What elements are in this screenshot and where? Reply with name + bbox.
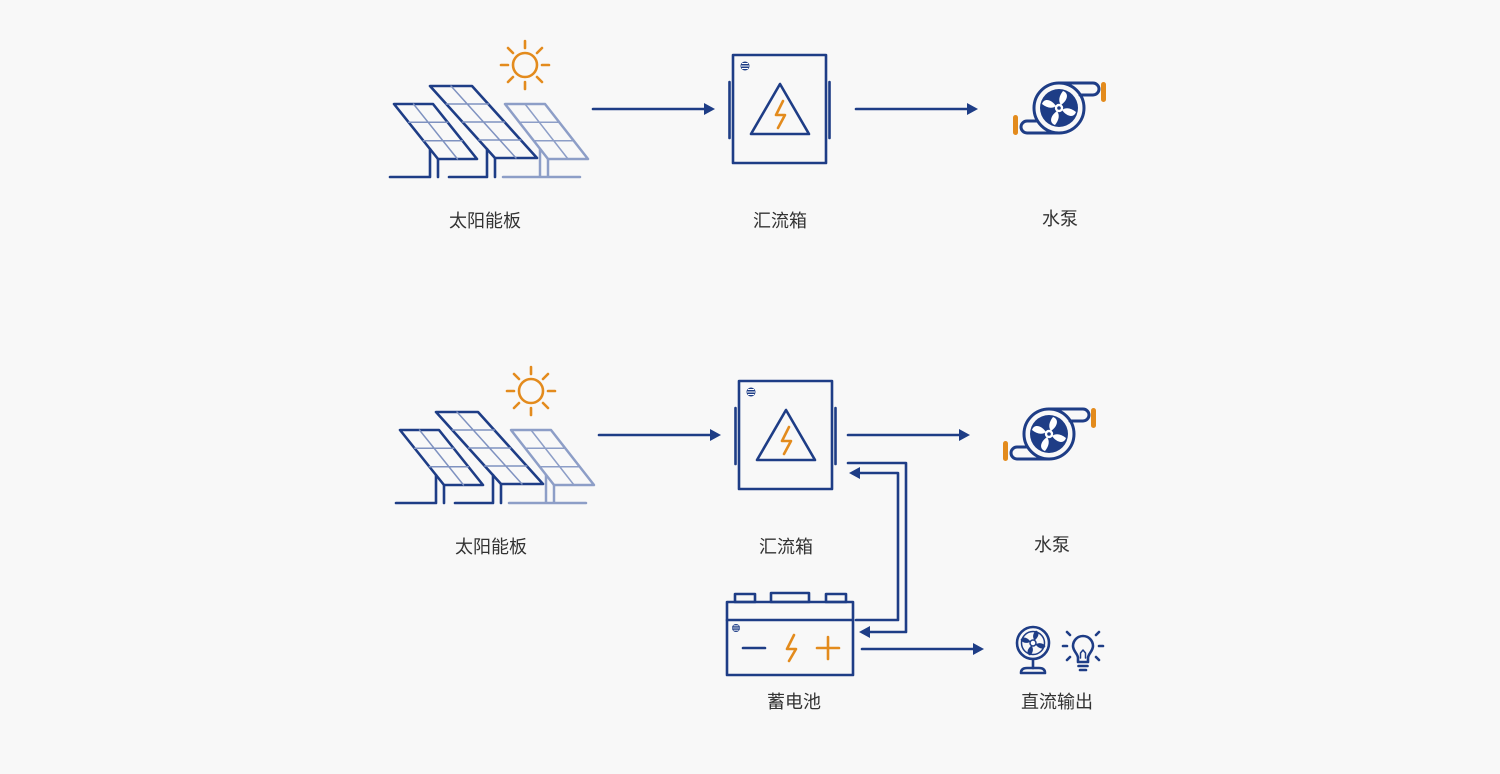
combiner-box-icon <box>728 53 831 165</box>
warning-triangle-icon <box>755 408 817 462</box>
battery-label: 蓄电池 <box>767 692 821 712</box>
battery-icon <box>725 591 855 677</box>
light-bulb-icon <box>1061 630 1105 672</box>
sun-icon <box>505 365 557 417</box>
combiner-box-icon <box>734 379 837 491</box>
solar-panel-icon <box>394 365 596 505</box>
solar-panel-back <box>507 428 596 505</box>
warning-triangle-icon <box>749 82 811 136</box>
combiner-box-label: 汇流箱 <box>753 211 807 231</box>
arrow-battery-to-dc-output <box>860 643 984 655</box>
dc-output-node: 直流输出 <box>1015 625 1105 712</box>
solar-panel-front <box>394 428 485 505</box>
arrow-combiner-to-pump <box>854 103 978 115</box>
solar-panel-label: 太阳能板 <box>449 211 521 231</box>
solar-panel-back <box>501 102 590 179</box>
water-pump-node: 水泵 <box>1013 81 1106 229</box>
indicator-icon <box>732 624 740 632</box>
water-pump-icon <box>1003 407 1096 461</box>
diagram-battery-system: 太阳能板 汇流箱 <box>394 365 1105 712</box>
water-pump-label: 水泵 <box>1034 535 1070 555</box>
plus-icon <box>815 635 841 661</box>
water-pump-label: 水泵 <box>1042 209 1078 229</box>
arrow-solar-to-combiner <box>597 429 721 441</box>
connector-battery-to-combiner <box>849 467 900 622</box>
solar-panel-label: 太阳能板 <box>455 537 527 557</box>
lightning-icon <box>785 633 798 663</box>
water-pump-node: 水泵 <box>1003 407 1096 555</box>
combiner-box-label: 汇流箱 <box>759 537 813 557</box>
solar-panel-middle <box>428 84 539 179</box>
arrow-right-icon <box>973 643 984 655</box>
diagram-direct-pump: 太阳能板 汇流箱 <box>388 39 1106 231</box>
solar-panel-icon <box>388 39 590 179</box>
solar-panel-node: 太阳能板 <box>394 365 596 557</box>
dc-output-label: 直流输出 <box>1021 692 1093 712</box>
solar-panel-middle <box>434 410 545 505</box>
arrow-left-icon <box>859 626 870 638</box>
combiner-box-node: 汇流箱 <box>728 53 831 231</box>
arrow-combiner-to-pump <box>846 429 970 441</box>
arrow-left-icon <box>849 467 860 479</box>
combiner-box-node: 汇流箱 <box>734 379 837 557</box>
solar-panel-node: 太阳能板 <box>388 39 590 231</box>
battery-node: 蓄电池 <box>725 591 855 712</box>
lightning-icon <box>774 99 787 130</box>
arrow-right-icon <box>710 429 721 441</box>
fan-icon <box>1015 625 1051 675</box>
arrow-right-icon <box>959 429 970 441</box>
water-pump-icon <box>1013 81 1106 135</box>
lightning-icon <box>780 425 793 456</box>
arrow-right-icon <box>704 103 715 115</box>
connector-combiner-to-battery <box>846 461 908 638</box>
sun-icon <box>499 39 551 91</box>
arrow-right-icon <box>967 103 978 115</box>
indicator-icon <box>740 61 750 71</box>
solar-panel-front <box>388 102 479 179</box>
indicator-icon <box>746 387 756 397</box>
arrow-solar-to-combiner <box>591 103 715 115</box>
